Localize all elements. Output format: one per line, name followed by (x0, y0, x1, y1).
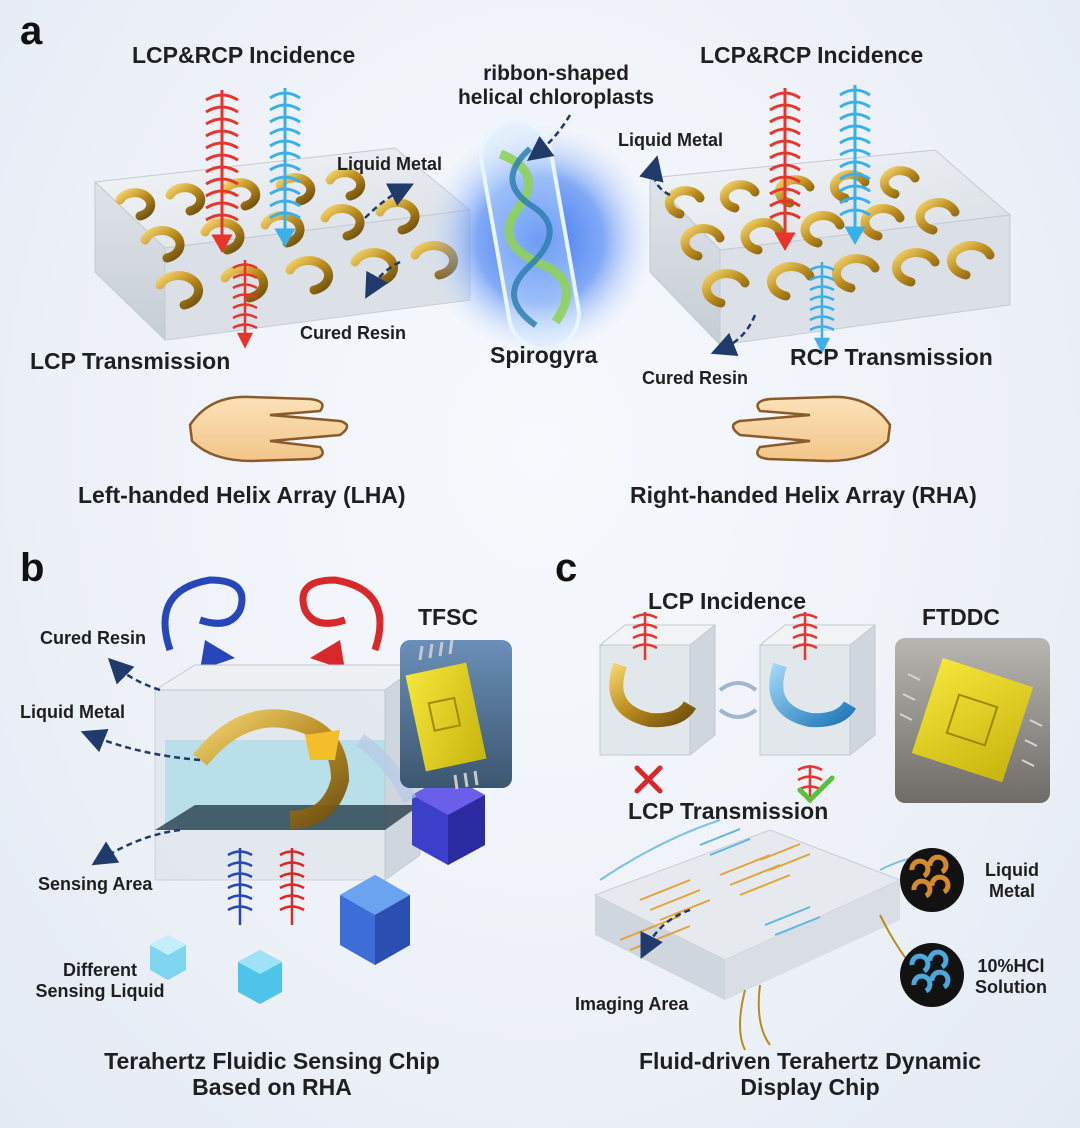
chloroplast-pointer (527, 114, 572, 162)
ftddc-gold-pixel (598, 623, 717, 757)
ftddc-title-line1: Fluid-driven Terahertz Dynamic (638, 1048, 982, 1074)
lha-rcp-incidence-beam (269, 88, 301, 248)
swap-arrows-icon (718, 681, 758, 719)
lha-cured-resin-label: Cured Resin (300, 323, 407, 343)
blocked-cross-icon (634, 765, 663, 794)
panel-c-letter: c (555, 546, 578, 590)
lha-incidence-label: LCP&RCP Incidence (132, 42, 356, 68)
tfsc-title-line2: Based on RHA (192, 1074, 352, 1101)
tfsc-title-line1: Terahertz Fluidic Sensing Chip (104, 1048, 440, 1074)
hcl-solution-sample-line2: Solution (975, 976, 1047, 997)
tfsc-transmission-beams (227, 848, 305, 925)
lcp-incidence-label: LCP Incidence (648, 588, 807, 614)
sensing-liquid-cube-small (238, 950, 282, 1004)
lha-liquid-metal-label: Liquid Metal (337, 154, 442, 174)
chloroplast-label: ribbon-shaped helical chloroplasts (458, 62, 654, 110)
liquid-metal-sample-line1: Liquid (985, 860, 1039, 880)
right-hand-icon (731, 395, 892, 463)
lha-lcp-incidence-beam (205, 90, 239, 254)
ftddc-title: Fluid-driven Terahertz Dynamic Display C… (639, 1048, 981, 1101)
tfsc-sensing-area-label: Sensing Area (38, 874, 153, 894)
tfsc-unit-cell (153, 576, 422, 881)
cube-insert-arrow (355, 734, 417, 804)
rha-rcp-transmission-beam (809, 262, 835, 354)
sensing-liquid-cube-tiny (150, 935, 186, 980)
tfsc-liquid-metal-label: Liquid Metal (20, 702, 125, 722)
imaging-area-label: Imaging Area (575, 994, 689, 1014)
rha-helix-elements (664, 166, 995, 308)
rha-incidence-label: LCP&RCP Incidence (700, 42, 924, 68)
tfsc-photo (400, 639, 512, 790)
ftddc-title-line2: Display Chip (740, 1074, 880, 1101)
spirogyra-label: Spirogyra (490, 342, 598, 368)
lha-liquid-metal-pointer (364, 183, 414, 219)
tfsc-title: Terahertz Fluidic Sensing Chip Based on … (104, 1048, 440, 1101)
rha-cured-resin-label: Cured Resin (642, 368, 749, 388)
left-hand-icon (188, 395, 349, 463)
hcl-solution-sample-line1: 10%HCl (977, 956, 1045, 976)
imaging-area-pointer (640, 908, 691, 959)
tfsc-cured-resin-label: Cured Resin (40, 628, 147, 648)
rcp-transmission-label: RCP Transmission (790, 344, 993, 370)
sensing-liquid-cube-mid (340, 875, 410, 965)
ftddc-label: FTDDC (922, 604, 1000, 630)
tfsc-cured-resin-pointer (107, 657, 161, 692)
tfsc-liquid-metal-pointer (80, 728, 201, 762)
liquid-metal-sample-icon (900, 848, 964, 912)
chloroplast-label-line1: ribbon-shaped (483, 62, 629, 85)
panel-a-letter: a (20, 9, 43, 53)
lcp-transmission-label: LCP Transmission (30, 348, 231, 374)
lha-lcp-transmission-beam (232, 260, 258, 349)
panel-b-letter: b (20, 546, 45, 590)
sensing-liquid-cube-large (412, 775, 485, 865)
rha-lcp-incidence-beam (769, 88, 801, 252)
rha-liquid-metal-label: Liquid Metal (618, 130, 723, 150)
liquid-metal-sample-line2: Metal (988, 880, 1035, 901)
hcl-solution-sample-label: 10%HCl Solution (975, 956, 1047, 997)
rha-liquid-metal-pointer (639, 155, 671, 197)
different-sensing-liquid-line2: Sensing Liquid (35, 980, 165, 1001)
liquid-metal-sample-label: Liquid Metal (985, 860, 1039, 901)
rha-rcp-incidence-beam (839, 85, 871, 246)
different-sensing-liquid-line1: Different (62, 960, 137, 980)
ftddc-hcl-pixel (758, 623, 877, 757)
ftddc-lcp-transmission-label: LCP Transmission (628, 798, 829, 824)
chloroplast-label-line2: helical chloroplasts (457, 86, 655, 110)
different-sensing-liquid-label: Different Sensing Liquid (36, 960, 165, 1001)
tfsc-label: TFSC (418, 604, 479, 630)
spirogyra-cell (425, 119, 655, 355)
tfsc-sensing-area-pointer (91, 828, 181, 866)
imaging-area-board (593, 819, 941, 1051)
rha-title: Right-handed Helix Array (RHA) (630, 482, 977, 508)
rha-cured-resin-pointer (710, 314, 757, 357)
hcl-solution-sample-icon (900, 943, 964, 1007)
lha-title: Left-handed Helix Array (LHA) (78, 482, 406, 508)
pass-check-icon (797, 775, 835, 804)
lha-cured-resin-pointer (365, 260, 401, 299)
ftddc-photo (895, 638, 1050, 803)
